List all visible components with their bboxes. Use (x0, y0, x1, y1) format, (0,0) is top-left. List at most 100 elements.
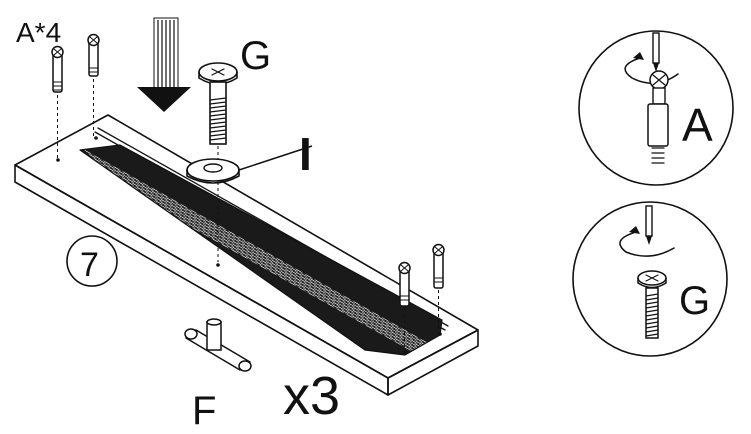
screw-thread (209, 113, 227, 117)
mesh-hole (398, 338, 408, 345)
mesh-hole (345, 313, 355, 319)
mesh-hole (232, 234, 241, 241)
mesh-hole (274, 265, 284, 272)
screw-thread (209, 109, 227, 113)
mesh-hole (336, 302, 346, 308)
mesh-hole (178, 211, 188, 218)
mesh-hole (149, 195, 159, 202)
mesh-hole (259, 258, 269, 265)
mesh-hole (172, 213, 182, 219)
mesh-hole (275, 257, 285, 263)
mesh-hole (173, 207, 183, 214)
mesh-hole (371, 311, 381, 317)
mesh-hole (361, 311, 370, 318)
mesh-hole (323, 284, 333, 290)
mesh-hole (399, 333, 409, 339)
mesh-hole (412, 348, 422, 354)
mesh-hole (163, 207, 173, 214)
mesh-hole (402, 345, 412, 352)
mesh-hole (255, 249, 265, 255)
mesh-hole (237, 235, 246, 242)
mesh-hole (317, 288, 327, 295)
mesh-hole (192, 221, 202, 227)
mesh-hole (212, 223, 222, 230)
mesh-hole (389, 330, 399, 337)
mesh-hole (340, 309, 350, 315)
mesh-hole (116, 169, 126, 176)
mesh-hole (460, 378, 469, 384)
mesh-hole (293, 273, 303, 280)
mesh-hole (457, 368, 466, 374)
mesh-hole (408, 341, 418, 347)
mesh-hole (283, 271, 293, 277)
mesh-hole (354, 318, 364, 325)
mesh-hole (294, 270, 304, 277)
mesh-hole (385, 320, 395, 327)
mesh-hole (389, 333, 398, 339)
mesh-hole (217, 227, 227, 234)
mesh-hole (317, 291, 327, 298)
screw-thread (645, 325, 659, 329)
mesh-hole (412, 350, 422, 355)
mesh-hole (466, 376, 475, 382)
down-arrow-icon (137, 17, 191, 112)
mesh-hole (303, 281, 312, 288)
mesh-hole (346, 307, 355, 314)
mesh-hole (160, 192, 170, 199)
mesh-hole (394, 328, 404, 335)
mesh-hole (126, 174, 136, 181)
mesh-hole (289, 269, 299, 276)
mesh-hole (480, 386, 489, 392)
mesh-hole (240, 245, 250, 252)
mesh-hole (342, 297, 352, 304)
mesh-hole (297, 283, 307, 290)
mesh-hole (193, 215, 203, 222)
mesh-hole (187, 222, 196, 229)
mesh-hole (480, 389, 489, 395)
mesh-hole (366, 312, 375, 319)
mesh-hole (361, 308, 371, 315)
mesh-hole (428, 346, 438, 353)
mesh-hole (164, 202, 173, 208)
mesh-hole (139, 190, 149, 196)
mesh-hole (225, 241, 235, 248)
mesh-hole (418, 346, 428, 353)
mesh-hole (159, 198, 169, 204)
step-number-label: 7 (80, 246, 99, 284)
mesh-hole (475, 385, 484, 391)
mesh-hole (144, 191, 154, 198)
mesh-hole (366, 309, 376, 316)
mesh-hole (260, 256, 269, 262)
mesh-hole (429, 343, 438, 350)
mesh-hole (130, 181, 140, 188)
mesh-hole (403, 339, 413, 346)
mesh-hole (321, 295, 331, 302)
mesh-hole (270, 258, 279, 265)
mesh-hole (150, 187, 160, 193)
mesh-hole (355, 312, 365, 319)
mesh-hole (385, 323, 395, 330)
cam-bolt-a-3 (398, 261, 411, 350)
mesh-hole (235, 249, 244, 256)
mesh-hole (121, 170, 131, 177)
mesh-hole (456, 374, 465, 380)
mesh-hole (270, 255, 280, 262)
mesh-hole (316, 296, 326, 303)
mesh-hole (273, 268, 283, 275)
screw-g-label: G (240, 34, 271, 78)
handle-f (184, 318, 252, 372)
mesh-hole (111, 168, 121, 174)
mesh-hole (274, 262, 284, 269)
mesh-hole (226, 238, 236, 245)
mesh-hole (177, 217, 187, 223)
mesh-hole (384, 326, 394, 333)
mesh-hole (140, 184, 150, 191)
mesh-hole (279, 264, 289, 270)
mesh-hole (414, 336, 424, 343)
detail-circle-a (578, 30, 734, 186)
mesh-hole (374, 323, 384, 330)
mesh-hole (221, 237, 231, 244)
mesh-hole (107, 164, 117, 170)
mesh-hole (308, 283, 317, 289)
mesh-hole (278, 275, 287, 282)
